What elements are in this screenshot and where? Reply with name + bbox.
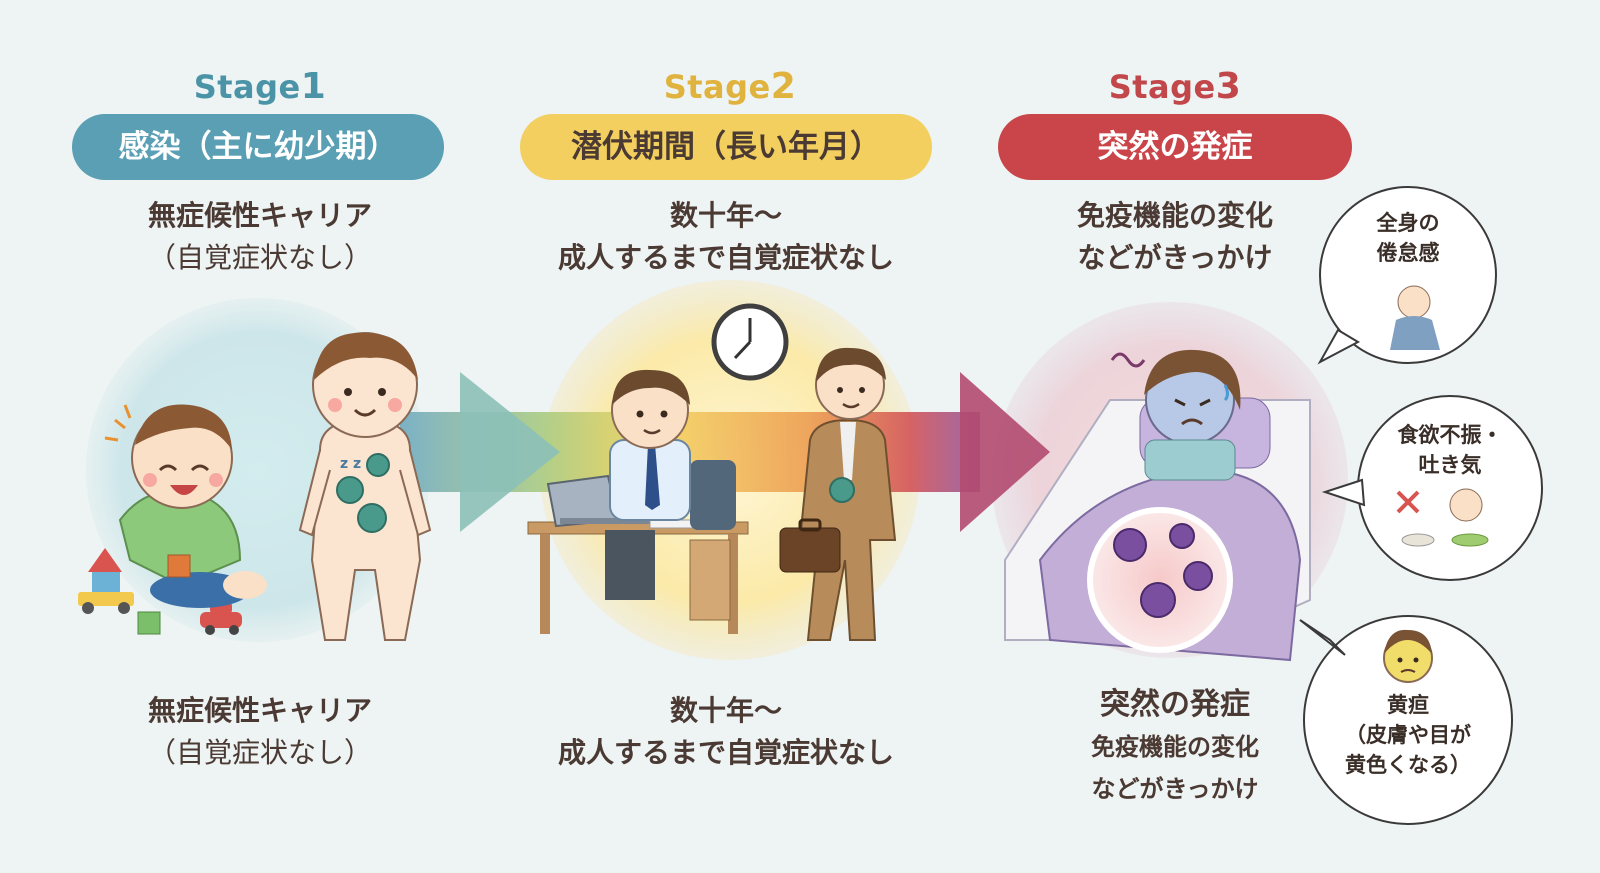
- symptom-fatigue-line1: 全身の: [1376, 211, 1440, 235]
- stage2-top-line2: 成人するまで自覚症状なし: [557, 241, 894, 274]
- symptom-fatigue-text: 全身の 倦怠感: [1340, 208, 1476, 268]
- symptom-jaundice-line3: 黄色くなる）: [1345, 753, 1471, 777]
- stage2-bottom-line2: 成人するまで自覚症状なし: [557, 736, 894, 769]
- stage2-title-pill: 潜伏期間（長い年月）: [520, 114, 932, 180]
- infected-child-illustration: z z: [298, 332, 432, 641]
- symptom-jaundice-line1: 黄疸: [1387, 693, 1429, 717]
- stage1-top-line2: （自覚症状なし）: [147, 241, 372, 274]
- stage3-word: Stage: [1108, 68, 1216, 106]
- stage2-top-line1: 数十年〜: [669, 199, 782, 232]
- symptom-jaundice-line2: （皮膚や目が: [1345, 723, 1471, 747]
- stage1-bottom-line2: （自覚症状なし）: [147, 736, 372, 769]
- stage3-top-description: 免疫機能の変化 などがきっかけ: [1030, 195, 1320, 279]
- sick-patient-illustration: [1004, 349, 1311, 662]
- symptom-fatigue-line2: 倦怠感: [1376, 241, 1440, 265]
- stage1-top-description: 無症候性キャリア （自覚症状なし）: [80, 195, 440, 279]
- office-worker-illustration: [527, 369, 749, 634]
- symptom-nausea-line1: 食欲不振・: [1397, 423, 1503, 447]
- stage3-bottom-line1: 免疫機能の変化: [1091, 733, 1259, 761]
- symptom-jaundice-text: 黄疸 （皮膚や目が 黄色くなる）: [1330, 690, 1486, 780]
- clock-icon: [711, 303, 789, 381]
- stage3-top-line1: 免疫機能の変化: [1076, 199, 1273, 232]
- stage3-label: Stage3: [1070, 66, 1280, 107]
- stage1-word: Stage: [193, 68, 301, 106]
- symptom-bubble-jaundice: [1299, 615, 1513, 825]
- stage3-number: 3: [1215, 66, 1242, 107]
- stage1-number: 1: [300, 66, 327, 107]
- child-playing-illustration: [78, 404, 267, 635]
- stage2-bottom-line1: 数十年〜: [669, 694, 782, 727]
- jaundice-icon: [1383, 629, 1433, 683]
- stage2-top-description: 数十年〜 成人するまで自覚症状なし: [520, 195, 932, 279]
- stage3-bottom-title: 突然の発症: [1100, 687, 1250, 722]
- symptom-nausea-text: 食欲不振・ 吐き気: [1378, 420, 1522, 480]
- stage1-bottom-description: 無症候性キャリア （自覚症状なし）: [80, 690, 440, 774]
- stage2-bottom-description: 数十年〜 成人するまで自覚症状なし: [520, 690, 932, 774]
- stage2-label: Stage2: [625, 66, 835, 107]
- stage1-bottom-line1: 無症候性キャリア: [147, 694, 372, 727]
- stage1-top-line1: 無症候性キャリア: [147, 199, 372, 232]
- symptom-bubble-nausea: [1321, 395, 1543, 581]
- stage1-title-pill: 感染（主に幼少期）: [72, 114, 444, 180]
- stage3-title-pill: 突然の発症: [998, 114, 1352, 180]
- stage3-top-line2: などがきっかけ: [1077, 241, 1273, 274]
- svg-text:z z: z z: [340, 456, 361, 472]
- stage3-bottom-description: 突然の発症 免疫機能の変化 などがきっかけ: [1030, 684, 1320, 810]
- fatigue-icon: [1390, 285, 1440, 350]
- stage3-bottom-line2: などがきっかけ: [1091, 775, 1259, 803]
- stage2-number: 2: [770, 66, 797, 107]
- stage1-label: Stage1: [155, 66, 365, 107]
- symptom-nausea-line2: 吐き気: [1418, 453, 1482, 477]
- stage2-word: Stage: [663, 68, 771, 106]
- nausea-icon: [1396, 488, 1489, 547]
- symptom-bubble-fatigue: [1317, 186, 1497, 365]
- commuter-illustration: [779, 347, 897, 641]
